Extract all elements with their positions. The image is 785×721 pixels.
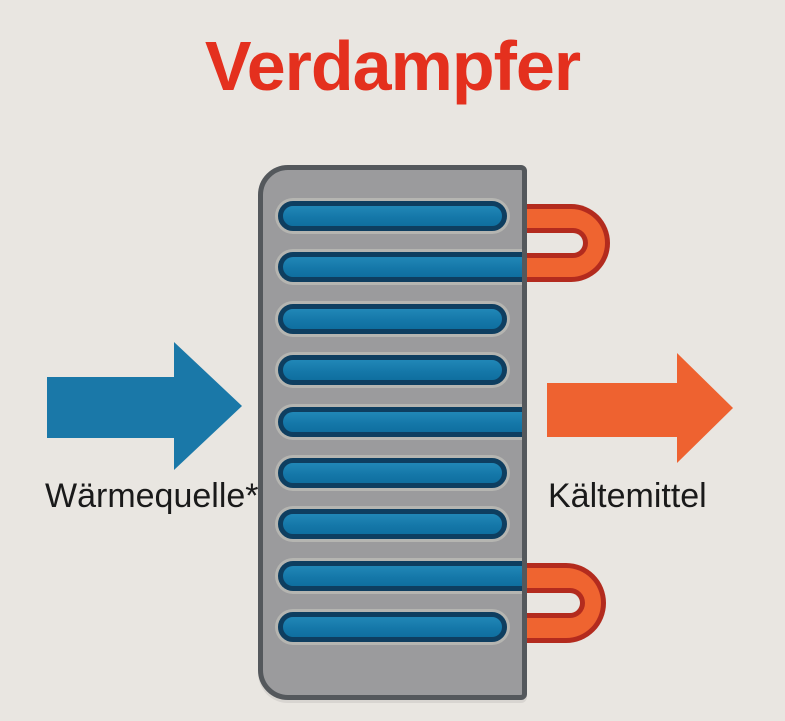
- refrigerant-arrow-icon: [547, 383, 677, 437]
- tube-row: [278, 355, 507, 385]
- heat-source-label: Wärmequelle*: [45, 477, 259, 515]
- tube-row: [278, 407, 522, 437]
- tube-row: [278, 252, 522, 282]
- page-title: Verdampfer: [204, 27, 581, 105]
- tube-row: [278, 612, 507, 642]
- pipe-hole: [525, 233, 583, 253]
- refrigerant-arrowhead-icon: [677, 353, 733, 463]
- heat-exchanger-block: [258, 165, 527, 700]
- tube-row: [278, 458, 507, 488]
- refrigerant-pipe-loop-top: [525, 204, 610, 282]
- refrigerant-pipe-loop-bottom: [525, 563, 606, 643]
- heat-source-arrowhead-icon: [174, 342, 242, 470]
- tube-row: [278, 509, 507, 539]
- pipe-hole: [525, 593, 580, 613]
- tube-row: [278, 304, 507, 334]
- refrigerant-label: Kältemittel: [548, 477, 707, 515]
- heat-source-arrow-icon: [47, 377, 174, 438]
- tube-row: [278, 201, 507, 231]
- tube-row: [278, 561, 522, 591]
